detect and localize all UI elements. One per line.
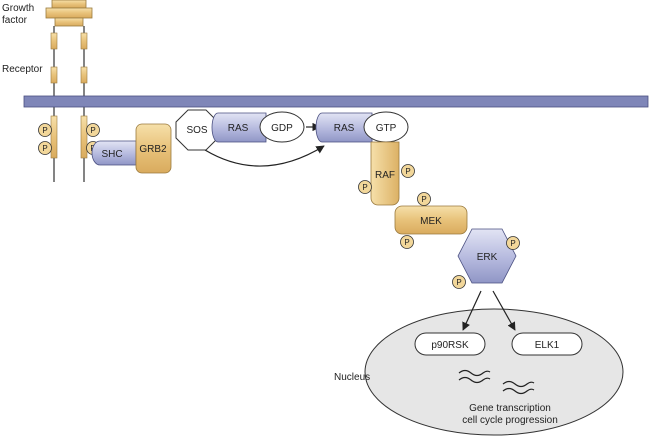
erk-to-elk1-arrow [492, 290, 516, 331]
grb2-protein: GRB2 [135, 123, 172, 174]
phospho-group: P [358, 180, 372, 194]
phospho-label: P [404, 238, 409, 247]
shc-label: SHC [101, 149, 122, 160]
sos-activation-arrow [204, 145, 325, 167]
phospho-group: P [506, 236, 520, 250]
gtp-label: GTP [376, 123, 397, 134]
ras-label: RAS [228, 123, 249, 134]
phospho-label: P [510, 239, 515, 248]
growth-factor [45, 0, 93, 27]
receptor [50, 26, 88, 182]
phospho-group: P [401, 164, 415, 178]
phospho-label: P [456, 278, 461, 287]
ras-gdp-complex: RAS GDP [211, 111, 305, 143]
erk-label: ERK [477, 252, 498, 263]
sos-label: SOS [186, 125, 207, 136]
phospho-label: P [42, 144, 47, 153]
phospho-group: P [86, 123, 100, 137]
ras-active-label: RAS [334, 123, 355, 134]
dna-squiggle-icon [458, 369, 535, 395]
elk1-target: ELK1 [511, 332, 583, 356]
erk-to-p90rsk-arrow [462, 290, 482, 331]
elk1-label: ELK1 [535, 340, 560, 351]
phospho-group: P [38, 141, 52, 155]
grb2-label: GRB2 [139, 144, 167, 155]
receptor-label: Receptor [2, 64, 43, 75]
p90rsk-target: p90RSK [414, 332, 486, 356]
phospho-label: P [90, 126, 95, 135]
gdp-label: GDP [271, 123, 293, 134]
phospho-group: P [417, 192, 431, 206]
phospho-label: P [405, 167, 410, 176]
phospho-label: P [42, 126, 47, 135]
ras-gtp-complex: RAS GTP [315, 111, 409, 143]
p90rsk-label: p90RSK [431, 340, 469, 351]
phospho-group: P [38, 123, 52, 137]
phospho-label: P [362, 183, 367, 192]
phospho-group: P [452, 275, 466, 289]
erk-protein: ERK [457, 228, 517, 284]
cell-cycle-label: cell cycle progression [462, 415, 558, 426]
nucleus-label: Nucleus [334, 372, 370, 383]
mek-label: MEK [420, 216, 442, 227]
growth-factor-label-line2: factor [2, 15, 28, 26]
cell-membrane [23, 95, 649, 108]
raf-label: RAF [375, 170, 395, 181]
phospho-label: P [421, 195, 426, 204]
gene-transcription-label: Gene transcription [469, 403, 551, 414]
shc-protein: SHC [91, 140, 137, 166]
phospho-group: P [400, 235, 414, 249]
raf-protein: RAF [370, 141, 400, 206]
growth-factor-label-line1: Growth [2, 3, 34, 14]
mek-protein: MEK [394, 205, 468, 235]
